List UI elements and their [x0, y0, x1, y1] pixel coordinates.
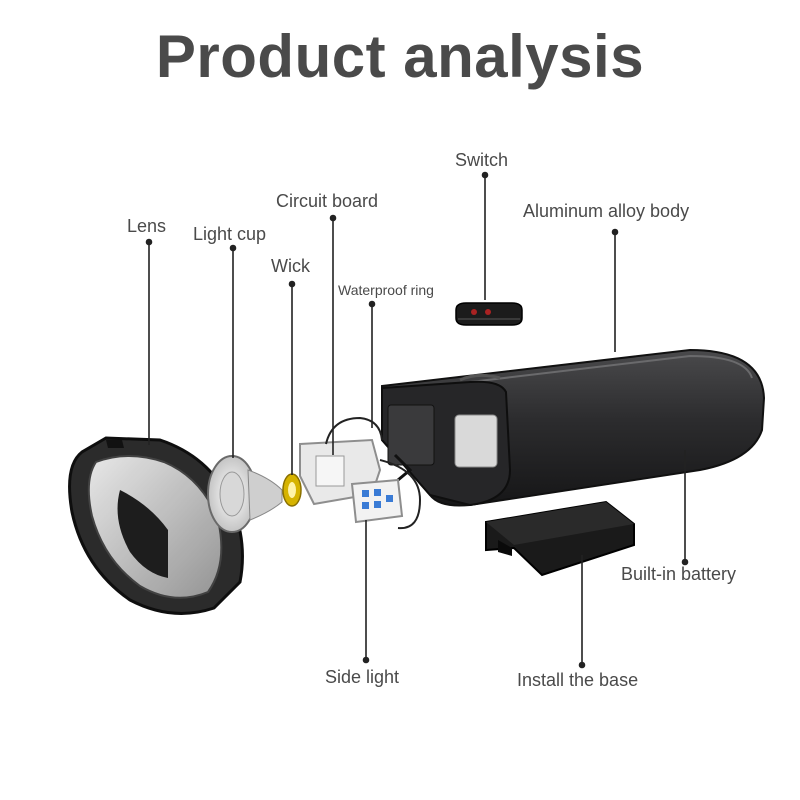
label-light-cup: Light cup	[193, 224, 266, 245]
label-circuit-board: Circuit board	[276, 191, 378, 212]
label-wick: Wick	[271, 256, 310, 277]
label-built-in-battery: Built-in battery	[621, 564, 736, 585]
label-side-light: Side light	[325, 667, 399, 688]
label-lens: Lens	[127, 216, 166, 237]
wick-illustration	[283, 474, 301, 506]
side-light-illustration	[352, 480, 402, 522]
label-waterproof-ring: Waterproof ring	[338, 282, 434, 298]
label-aluminum-body: Aluminum alloy body	[523, 201, 689, 222]
label-install-base: Install the base	[517, 670, 638, 691]
switch-illustration	[456, 303, 522, 325]
aluminum-body-illustration	[382, 350, 764, 506]
install-base-illustration	[486, 502, 634, 575]
label-switch: Switch	[455, 150, 508, 171]
light-cup-illustration	[208, 456, 282, 532]
